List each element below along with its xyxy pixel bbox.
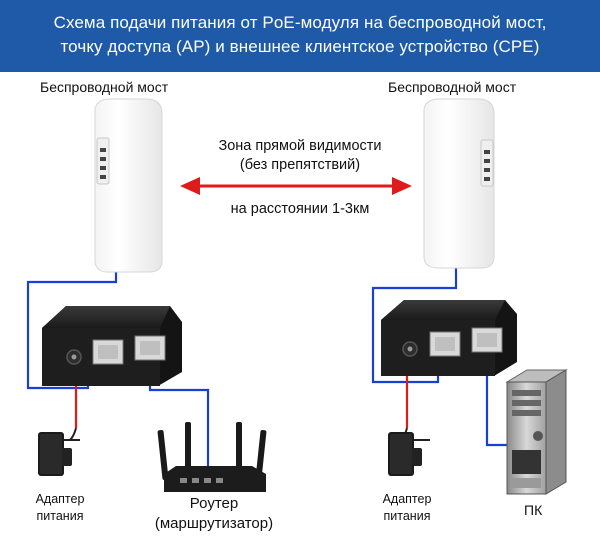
poe-injector-left: [42, 306, 182, 386]
red-cables: [74, 374, 409, 428]
link-distance: на расстоянии 1-3км: [230, 201, 370, 217]
poe-injector-right: [381, 300, 517, 376]
link-arrow: [180, 177, 412, 195]
cable-left-bridge-to-poe: [26, 272, 118, 390]
bridge-left: [94, 98, 163, 273]
router: [157, 422, 267, 492]
router-line-2: (маршрутизатор): [154, 515, 274, 532]
bridge-right: [423, 98, 495, 269]
adapter-right-label: Адаптер питания: [367, 491, 447, 525]
adapter-right-line-1: Адаптер: [382, 492, 432, 506]
bridge-right-label: Беспроводной мост: [388, 79, 517, 95]
title-bar: Схема подачи питания от PoE-модуля на бе…: [0, 0, 600, 72]
link-description: Зона прямой видимости (без препятствий): [186, 137, 414, 175]
router-label: Роутер (маршрутизатор): [124, 494, 304, 534]
adapter-left-line-1: Адаптер: [35, 492, 85, 506]
pc-label: ПК: [524, 502, 543, 518]
adapter-right-line-2: питания: [383, 509, 431, 523]
title-line-2: точку доступа (AP) и внешнее клиентское …: [60, 37, 540, 56]
pc-tower: [505, 369, 568, 495]
power-adapter-left: [38, 427, 80, 476]
router-line-1: Роутер: [189, 495, 239, 512]
adapter-left-label: Адаптер питания: [20, 491, 100, 525]
link-line-1: Зона прямой видимости: [218, 138, 382, 154]
title-line-1: Схема подачи питания от PoE-модуля на бе…: [53, 13, 547, 32]
bridge-left-label: Беспроводной мост: [40, 79, 169, 95]
adapter-left-line-2: питания: [36, 509, 84, 523]
cable-right-bridge-to-poe: [371, 268, 458, 384]
link-line-2: (без препятствий): [239, 157, 361, 173]
power-adapter-right: [388, 427, 430, 476]
